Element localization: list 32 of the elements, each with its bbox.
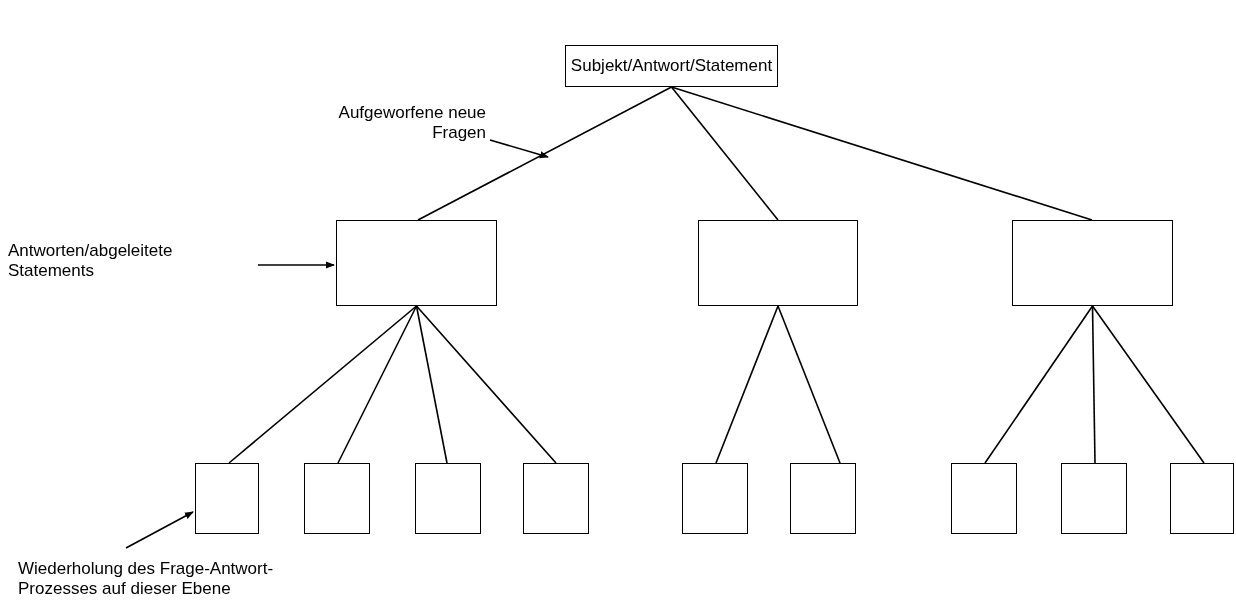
annotation-text: Wiederholung des Frage-Antwort-Prozesses auf dieser Ebene bbox=[18, 559, 275, 599]
empty-box bbox=[523, 463, 589, 534]
annotation-text: Antworten/abgeleitete Statements bbox=[8, 241, 174, 281]
empty-box bbox=[415, 463, 481, 534]
connector-line bbox=[670, 86, 779, 221]
connector-line bbox=[415, 305, 557, 464]
connector-line bbox=[337, 305, 418, 464]
connector-line bbox=[984, 305, 1094, 464]
empty-box bbox=[951, 463, 1017, 534]
connector-line bbox=[1091, 305, 1096, 464]
connector-line bbox=[1091, 305, 1205, 464]
arrow bbox=[125, 511, 194, 549]
connector-line bbox=[417, 86, 673, 221]
connector-line bbox=[228, 305, 418, 464]
statement-box bbox=[565, 45, 778, 87]
arrow bbox=[489, 139, 549, 159]
empty-box bbox=[698, 220, 858, 306]
connector-line bbox=[715, 305, 779, 464]
empty-box bbox=[1170, 463, 1234, 534]
empty-box bbox=[1061, 463, 1127, 534]
empty-box bbox=[790, 463, 856, 534]
connector-line bbox=[415, 305, 448, 464]
empty-box bbox=[682, 463, 748, 534]
annotation-text: Aufgeworfene neue Fragen bbox=[337, 103, 486, 143]
connector-line bbox=[777, 305, 841, 464]
empty-box bbox=[1012, 220, 1173, 306]
empty-box bbox=[304, 463, 370, 534]
arrow bbox=[257, 261, 335, 269]
empty-box bbox=[336, 220, 497, 306]
connector-line bbox=[670, 86, 1093, 221]
empty-box bbox=[195, 463, 259, 534]
box-label: Subjekt/Antwort/Statement bbox=[570, 56, 773, 76]
